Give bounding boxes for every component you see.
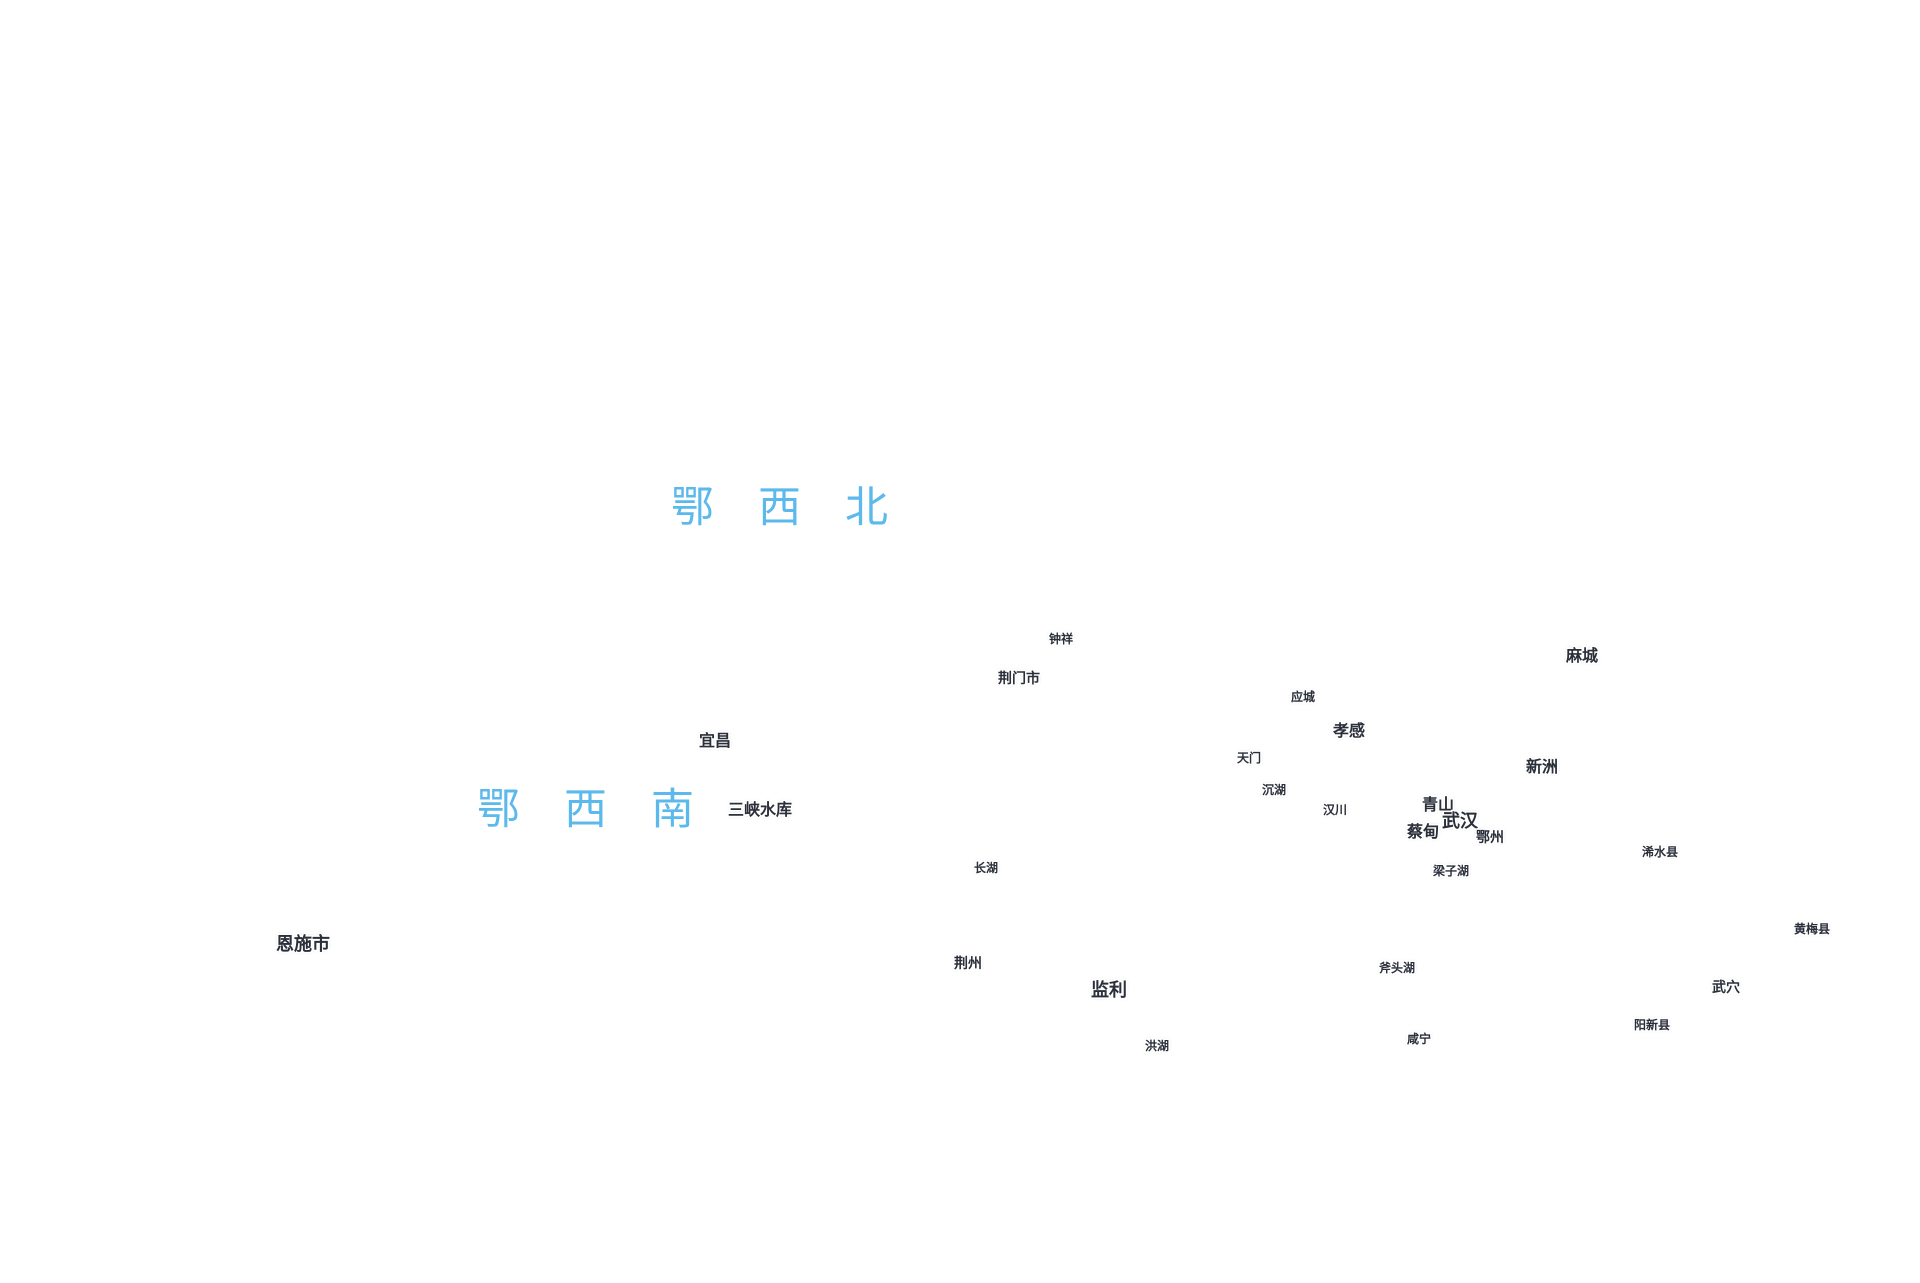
city-label-huangmei: 黄梅县 <box>1793 922 1831 936</box>
city-label-wuxue: 武穴 <box>1712 980 1740 996</box>
region-label-northwest: 鄂西北 <box>671 483 932 533</box>
city-label-hanchuan: 汉川 <box>1322 803 1348 817</box>
region-label-southwest: 鄂西南 <box>477 785 738 835</box>
city-label-liangzihu: 梁子湖 <box>1432 864 1470 878</box>
city-label-ezhou: 鄂州 <box>1476 830 1504 846</box>
city-label-honghu: 洪湖 <box>1144 1039 1170 1053</box>
city-label-changhu: 长湖 <box>973 861 999 875</box>
city-label-yichang: 宜昌 <box>698 731 732 750</box>
city-label-jianli: 监利 <box>1091 980 1127 1001</box>
city-label-futouhu: 斧头湖 <box>1378 961 1416 975</box>
city-label-xinzhou: 新洲 <box>1525 757 1559 776</box>
city-label-jingzhou: 荆州 <box>954 956 982 972</box>
city-label-tianmen: 天门 <box>1236 751 1262 765</box>
city-label-sanxia: 三峡水库 <box>727 800 793 819</box>
city-label-jingmen: 荆门市 <box>998 671 1040 687</box>
city-label-chenhu: 沉湖 <box>1261 783 1287 797</box>
city-label-macheng: 麻城 <box>1565 646 1599 665</box>
city-label-xiaogan: 孝感 <box>1332 721 1366 740</box>
city-label-wuhan: 武汉 <box>1442 811 1478 832</box>
city-label-xishui: 浠水县 <box>1641 845 1679 859</box>
city-label-xianning: 咸宁 <box>1406 1032 1432 1046</box>
city-label-caidian: 蔡甸 <box>1406 822 1440 841</box>
city-label-qingshan: 青山 <box>1421 795 1455 814</box>
city-label-yingcheng: 应城 <box>1290 690 1316 704</box>
city-label-yangxin: 阳新县 <box>1633 1018 1671 1032</box>
city-label-zhongxiang: 钟祥 <box>1048 632 1074 646</box>
city-label-enshi: 恩施市 <box>276 934 330 955</box>
